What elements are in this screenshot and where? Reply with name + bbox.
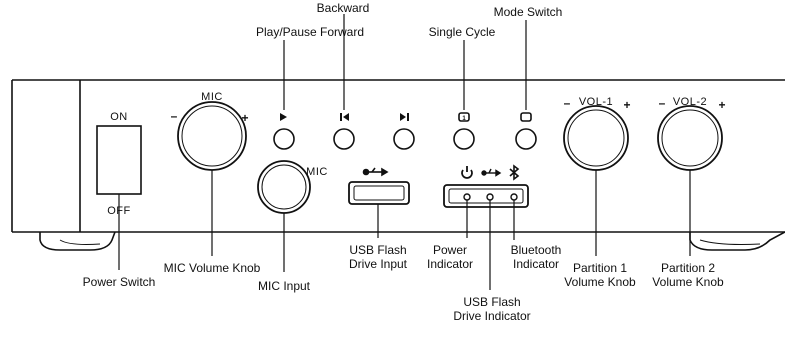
indicator-bar	[443, 164, 529, 208]
usb-icon	[362, 167, 389, 177]
vol1-minus: –	[564, 96, 571, 110]
bluetooth-indicator-led	[510, 193, 518, 201]
single-cycle-button[interactable]: 1	[453, 112, 475, 150]
mic-input-label: MIC	[306, 166, 328, 178]
indicator-bar-inner	[448, 188, 524, 204]
power-switch-rocker[interactable]	[96, 125, 142, 195]
mic-volume-knob[interactable]: MIC – +	[171, 91, 249, 171]
play-button-body[interactable]	[273, 128, 295, 150]
right-foot	[689, 231, 785, 251]
mode-switch-button[interactable]	[515, 112, 537, 150]
callout-partition1-line2: Volume Knob	[564, 275, 636, 289]
callout-power-indicator-line2: Indicator	[427, 257, 473, 271]
backward-button[interactable]	[333, 113, 355, 150]
next-button-body[interactable]	[393, 128, 415, 150]
play-pause-forward-icon	[280, 113, 287, 121]
mic-input-inner	[261, 164, 307, 210]
power-icon	[461, 166, 473, 179]
callout-partition1-line1: Partition 1	[573, 261, 627, 275]
vol1-label: VOL-1	[579, 96, 613, 108]
media-buttons: 1	[273, 112, 537, 150]
usb-indicator-led	[486, 193, 494, 201]
power-switch-on-label: ON	[110, 111, 128, 123]
usb-port-inner	[353, 185, 405, 201]
vol2-knob-outer[interactable]	[657, 105, 723, 171]
partition-2-volume-knob[interactable]: VOL-2 – +	[657, 96, 726, 171]
callout-play-pause-forward: Play/Pause Forward	[256, 25, 364, 39]
mode-switch-button-body[interactable]	[515, 128, 537, 150]
callout-partition2-line2: Volume Knob	[652, 275, 724, 289]
mic-knob-plus: +	[241, 111, 248, 125]
play-pause-forward-button[interactable]	[273, 113, 295, 150]
vol2-label: VOL-2	[673, 96, 707, 108]
single-cycle-button-body[interactable]	[453, 128, 475, 150]
backward-button-body[interactable]	[333, 128, 355, 150]
left-foot-shade	[59, 239, 101, 245]
indicator-bar-outer	[443, 184, 529, 208]
device-body	[11, 79, 785, 251]
mic-volume-knob-outer[interactable]	[177, 101, 247, 171]
callout-labels: Play/Pause Forward Backward Single Cycle…	[83, 1, 724, 323]
mode-switch-icon	[520, 112, 532, 122]
usb-port-outer[interactable]	[348, 181, 410, 205]
power-switch[interactable]: ON OFF	[96, 111, 142, 217]
callout-partition2-line1: Partition 2	[661, 261, 715, 275]
callout-usb-indicator-line1: USB Flash	[463, 295, 520, 309]
mic-input-outer[interactable]	[257, 160, 311, 214]
partition-1-volume-knob[interactable]: VOL-1 – +	[563, 96, 631, 171]
callout-power-indicator-line1: Power	[433, 243, 467, 257]
vol1-plus: +	[623, 98, 630, 112]
next-button[interactable]	[393, 113, 415, 150]
power-indicator-led	[463, 193, 471, 201]
callout-bluetooth-indicator-line1: Bluetooth	[511, 243, 562, 257]
mic-volume-knob-inner	[181, 105, 243, 167]
vol2-knob-inner	[661, 109, 719, 167]
usb-indicator-icon	[481, 168, 502, 177]
callout-bluetooth-indicator-line2: Indicator	[513, 257, 559, 271]
mic-input-jack[interactable]: MIC	[257, 160, 328, 214]
callout-usb-input-line1: USB Flash	[349, 243, 406, 257]
callout-mic-input: MIC Input	[258, 279, 311, 293]
callout-usb-input-line2: Drive Input	[349, 257, 408, 271]
callout-single-cycle: Single Cycle	[429, 25, 496, 39]
single-cycle-icon: 1	[458, 112, 470, 122]
callout-backward: Backward	[317, 1, 370, 15]
mic-knob-label: MIC	[201, 91, 223, 103]
bluetooth-icon	[509, 164, 520, 181]
callout-power-switch: Power Switch	[83, 275, 156, 289]
vol1-knob-inner	[567, 109, 625, 167]
previous-icon	[340, 113, 349, 121]
left-foot	[39, 231, 116, 251]
mic-knob-minus: –	[171, 109, 178, 123]
leader-lines	[118, 14, 691, 290]
svg-text:1: 1	[462, 116, 466, 122]
vol1-knob-outer[interactable]	[563, 105, 629, 171]
callout-mic-volume-knob: MIC Volume Knob	[164, 261, 261, 275]
callout-mode-switch: Mode Switch	[494, 5, 563, 19]
vol2-minus: –	[659, 96, 666, 110]
usb-flash-drive-input[interactable]	[348, 167, 410, 205]
callout-usb-indicator-line2: Drive Indicator	[453, 309, 530, 323]
next-icon	[400, 113, 409, 121]
vol2-plus: +	[718, 98, 725, 112]
right-foot-shade	[699, 239, 761, 245]
